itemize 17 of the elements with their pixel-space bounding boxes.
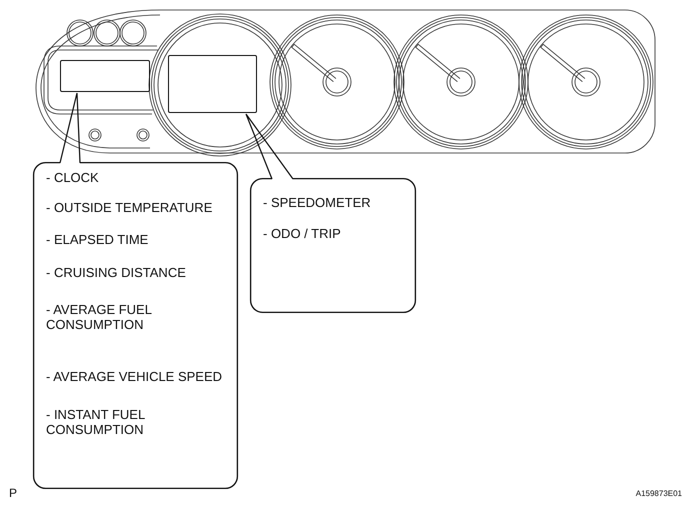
callout-item: - CLOCK [46,170,100,185]
display-screen [168,55,257,113]
callout-item: - AVERAGE FUEL CONSUMPTION [46,302,152,332]
callout-item: - CRUISING DISTANCE [46,265,187,280]
callout-item: - SPEEDOMETER [263,195,372,210]
callout-item: - AVERAGE VEHICLE SPEED [46,369,224,384]
callout-box [33,162,238,489]
leader-line [245,113,294,180]
callout-box [250,178,416,313]
callout-item: - ELAPSED TIME [46,232,150,247]
callout-item: - OUTSIDE TEMPERATURE [46,200,214,215]
display-screen [60,60,150,92]
letter-label: P [9,487,18,500]
callout-item: - ODO / TRIP [263,226,342,241]
callout-item: - INSTANT FUEL CONSUMPTION [46,407,146,437]
figure-number: A159873E01 [636,490,682,499]
leader-line [59,92,81,164]
